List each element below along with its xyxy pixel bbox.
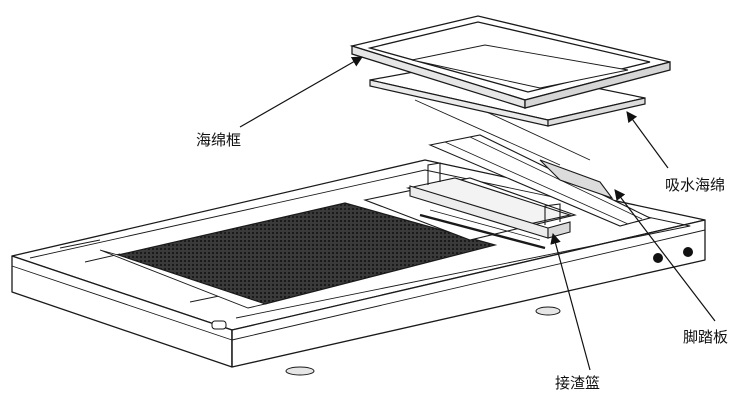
leader-foot-pedal (614, 189, 716, 322)
floor-grate (99, 202, 498, 309)
label-debris-basket: 接渣篮 (555, 374, 601, 392)
tray-feet (285, 306, 561, 376)
leader-sponge-frame (239, 56, 363, 128)
foot-pedal (414, 94, 652, 227)
label-sponge-frame: 海绵框 (196, 131, 242, 149)
debris-basket-area (363, 162, 577, 250)
side-bolts (211, 247, 693, 330)
leader-debris-basket (550, 232, 591, 371)
leader-lines (239, 56, 716, 371)
label-absorbent-sponge: 吸水海绵 (665, 176, 726, 194)
label-foot-pedal: 脚踏板 (683, 328, 729, 346)
leader-absorbent-sponge (626, 111, 669, 169)
sponge-frame (349, 15, 671, 109)
